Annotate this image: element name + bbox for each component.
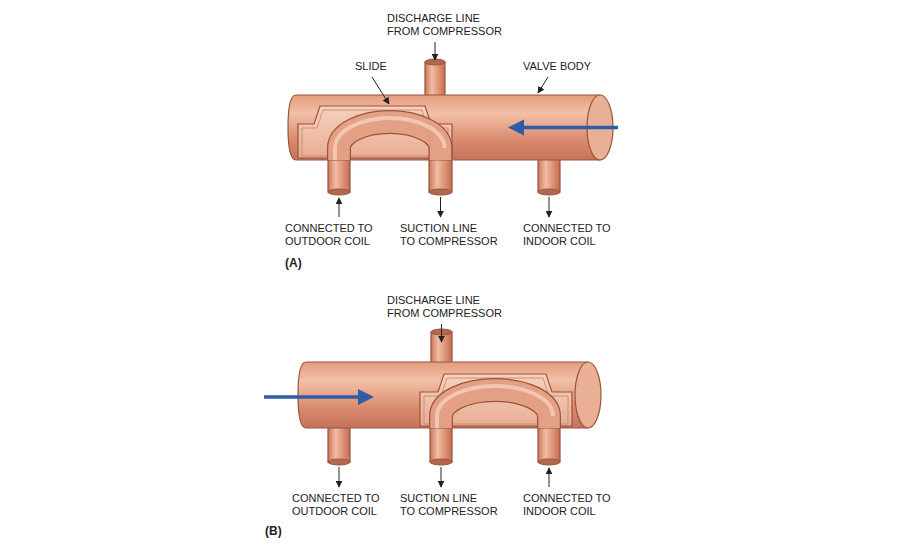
label-line: TO COMPRESSOR: [400, 235, 498, 248]
leader-arrow: [549, 468, 550, 487]
leader-arrow: [441, 467, 442, 487]
valve-a: [288, 42, 618, 217]
label-line: CONNECTED TO: [285, 222, 373, 235]
part-label: CONNECTED TO INDOOR COIL: [523, 222, 611, 248]
u-tube: [441, 390, 549, 428]
part-label: CONNECTED TO OUTDOOR COIL: [285, 222, 373, 248]
part-label: DISCHARGE LINE FROM COMPRESSOR: [387, 294, 502, 320]
label-line: (A): [285, 256, 302, 270]
part-label: SUCTION LINE TO COMPRESSOR: [400, 492, 498, 518]
pipe-cut: [538, 189, 560, 195]
leader-arrow: [441, 324, 442, 342]
label-line: VALVE BODY: [523, 60, 591, 73]
label-line: OUTDOOR COIL: [285, 235, 373, 248]
pipe-cut: [538, 459, 560, 465]
pipe-cut: [430, 459, 452, 465]
part-label: DISCHARGE LINE FROM COMPRESSOR: [387, 12, 502, 38]
label-line: INDOOR COIL: [523, 505, 611, 518]
pipe-cut: [429, 189, 452, 195]
leader-arrow: [538, 77, 548, 93]
u-tube-highlight: [437, 386, 553, 428]
part-label: SLIDE: [355, 60, 387, 73]
label-line: INDOOR COIL: [523, 235, 611, 248]
label-line: FROM COMPRESSOR: [387, 307, 502, 320]
leader-arrow: [549, 197, 550, 217]
label-line: CONNECTED TO: [523, 222, 611, 235]
flow-arrow-head: [358, 389, 374, 405]
label-line: TO COMPRESSOR: [400, 505, 498, 518]
label-line: CONNECTED TO: [523, 492, 611, 505]
u-tube-outline: [441, 390, 549, 428]
body-end: [575, 362, 601, 428]
leader-arrow: [372, 77, 389, 104]
label-line: DISCHARGE LINE: [387, 12, 502, 25]
part-label: CONNECTED TO OUTDOOR COIL: [292, 492, 380, 518]
part-label: VALVE BODY: [523, 60, 591, 73]
part-label: SUCTION LINE TO COMPRESSOR: [400, 222, 498, 248]
leader-arrow: [435, 42, 436, 60]
label-line: (B): [265, 524, 282, 538]
label-line: FROM COMPRESSOR: [387, 25, 502, 38]
panel-letter: (A): [285, 256, 302, 270]
label-line: SUCTION LINE: [400, 222, 498, 235]
pipe-cut: [328, 459, 350, 465]
part-label: CONNECTED TO INDOOR COIL: [523, 492, 611, 518]
u-tube-highlight: [335, 118, 445, 160]
leader-arrow: [440, 197, 441, 217]
leader-arrow: [339, 467, 340, 487]
valve-b: [264, 324, 601, 487]
u-tube: [339, 122, 441, 160]
pipe-cut: [328, 189, 350, 195]
label-line: OUTDOOR COIL: [292, 505, 380, 518]
valve-body: [298, 362, 588, 428]
label-line: CONNECTED TO: [292, 492, 380, 505]
flow-arrow-head: [508, 120, 524, 136]
panel-letter: (B): [265, 524, 282, 538]
u-tube-outline: [339, 122, 441, 160]
flow-arrow: [264, 395, 360, 399]
leader-arrow: [339, 198, 340, 217]
label-line: SLIDE: [355, 60, 387, 73]
label-line: SUCTION LINE: [400, 492, 498, 505]
label-line: DISCHARGE LINE: [387, 294, 502, 307]
flow-arrow: [522, 126, 618, 130]
